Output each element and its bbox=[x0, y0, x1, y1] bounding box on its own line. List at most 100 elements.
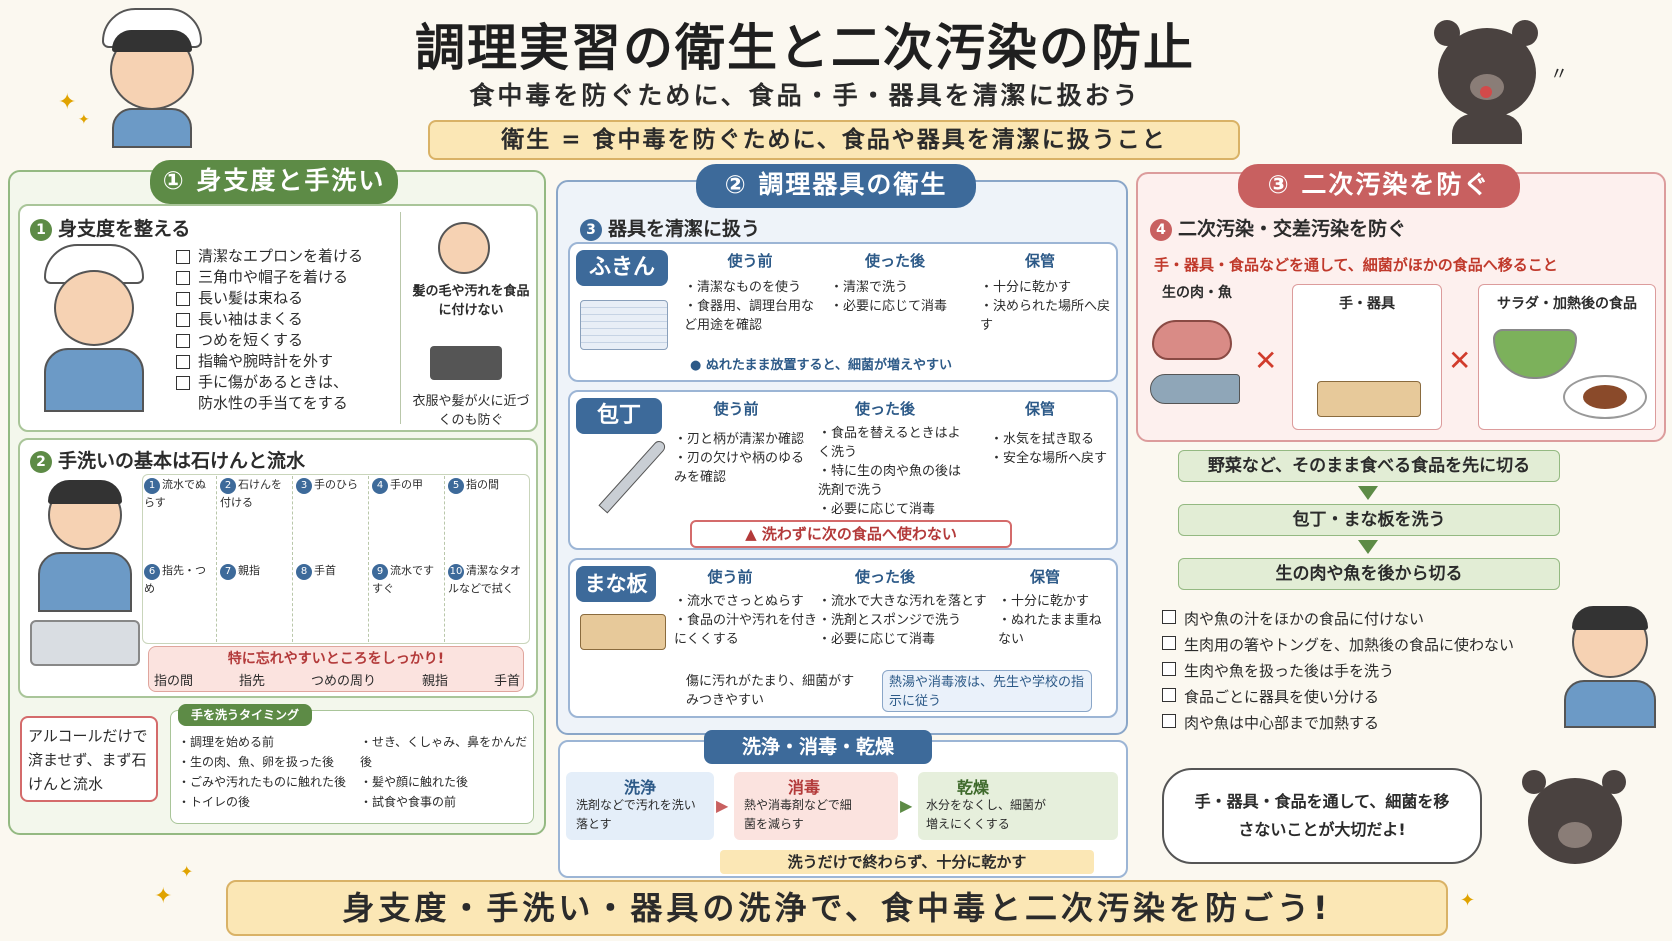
bear-character-bottom bbox=[1520, 770, 1630, 880]
disinfect-card bbox=[734, 772, 898, 840]
page-title: 調理実習の衛生と二次汚染の防止 bbox=[415, 19, 1195, 77]
arrow-down-icon bbox=[1358, 540, 1378, 554]
attire-checklist: 清潔なエプロンを着ける 三角巾や帽子を着ける 長い髪は束ねる 長い袖はまくる つ… bbox=[174, 246, 384, 414]
dry-card bbox=[918, 772, 1118, 840]
fukin-note: ● ぬれたまま放置すると、細菌が増えやすい bbox=[690, 358, 952, 373]
student-washing-illustration bbox=[30, 480, 140, 680]
board-storage: ・十分に乾かす・ぬれたまま重ねない bbox=[998, 594, 1102, 647]
sparkle-icon: ✦ bbox=[58, 90, 77, 115]
hair-illustration bbox=[438, 222, 490, 274]
arrow-icon: ▶ bbox=[716, 796, 729, 815]
check-item-cont: 防水性の手当てをする bbox=[198, 394, 348, 412]
cloth-illustration bbox=[580, 300, 668, 350]
forget-list: 指の間 指先 つめの周り 親指 手首 bbox=[154, 674, 520, 689]
definition-box: 衛生 = 食中毒を防ぐために、食品や器具を清潔に扱うこと bbox=[428, 120, 1240, 160]
check-item: 肉や魚の汁をほかの食品に付けない bbox=[1160, 606, 1560, 632]
check-item: 生肉用の箸やトングを、加熱後の食品に使わない bbox=[1160, 632, 1560, 658]
col-after: 使った後 bbox=[864, 252, 925, 270]
speech-bubble: 手・器具・食品を通して、細菌を移さないことが大切だよ! bbox=[1162, 768, 1482, 864]
check-item: つめを短くする bbox=[174, 330, 384, 351]
timing-list-right: ・せき、くしゃみ、鼻をかんだ後 ・髪や顔に触れた後 ・試食や食事の前 bbox=[360, 735, 528, 809]
board-illustration bbox=[580, 614, 666, 650]
check-item: 長い髪は束ねる bbox=[174, 288, 384, 309]
student-character-top bbox=[92, 8, 212, 148]
cleaning-title: 洗浄・消毒・乾燥 bbox=[704, 730, 932, 764]
board-after: ・流水で大きな汚れを落とす・洗剤とスポンジで洗う・必要に応じて消毒 bbox=[818, 594, 987, 647]
knife-warning: ▲ 洗わずに次の食品へ使わない bbox=[690, 520, 1012, 548]
col-before: 使う前 bbox=[713, 400, 759, 418]
section1-title: ① 身支度と手洗い bbox=[150, 160, 398, 204]
page-subtitle: 食中毒を防ぐために、食品・手・器具を清潔に扱おう bbox=[469, 81, 1141, 110]
wash-card bbox=[566, 772, 714, 840]
dry-card-text: 水分をなくし、細菌が増えにくくする bbox=[926, 798, 1047, 831]
fukin-before: ・清潔なものを使う・食器用、調理台用など用途を確認 bbox=[684, 280, 815, 333]
check-item: 手に傷があるときは、 bbox=[174, 372, 384, 393]
fukin-label: ふきん bbox=[576, 250, 668, 286]
col-storage: 保管 bbox=[1029, 568, 1060, 586]
col-after: 使った後 bbox=[854, 568, 915, 586]
divider bbox=[400, 212, 401, 424]
check-item: 長い袖はまくる bbox=[174, 309, 384, 330]
warning-icon: ▲ bbox=[745, 525, 757, 543]
student-pointing-illustration bbox=[1560, 600, 1660, 730]
attire-note-hair: 髪の毛や汚れを食品に付けない bbox=[412, 284, 530, 318]
sparkle-icon: ✦ bbox=[154, 884, 173, 909]
card-salad: サラダ・加熱後の食品 bbox=[1478, 284, 1656, 430]
check-item: 生肉や魚を扱った後は手を洗う bbox=[1160, 658, 1560, 684]
arrow-icon: ▶ bbox=[900, 796, 913, 815]
card-hands-utensils: 手・器具 bbox=[1292, 284, 1442, 430]
check-item: 三角巾や帽子を着ける bbox=[174, 267, 384, 288]
student-attire-illustration bbox=[34, 244, 154, 414]
attire-note-fire: 衣服や髪が火に近づくのも防ぐ bbox=[412, 394, 530, 428]
disinfect-card-title: 消毒 bbox=[787, 778, 820, 797]
knife-before: ・刃と柄が清潔か確認・刃の欠けや柄のゆるみを確認 bbox=[674, 432, 805, 485]
cross-icon: ✕ bbox=[1448, 344, 1472, 377]
flow-step-2: 包丁・まな板を洗う bbox=[1178, 504, 1560, 536]
dry-card-title: 乾燥 bbox=[956, 778, 989, 797]
knife-storage: ・水気を拭き取る・安全な場所へ戻す bbox=[990, 432, 1108, 466]
handwash-steps-grid bbox=[142, 474, 530, 644]
flow-step-1: 野菜など、そのまま食べる食品を先に切る bbox=[1178, 450, 1560, 482]
board-note: 傷に汚れがたまり、細菌がすみつきやすい bbox=[686, 674, 855, 708]
flow-step-3: 生の肉や魚を後から切る bbox=[1178, 558, 1560, 590]
cross-icon: ✕ bbox=[1254, 344, 1278, 377]
timing-title: 手を洗うタイミング bbox=[178, 704, 312, 726]
fukin-after: ・清潔で洗う・必要に応じて消毒 bbox=[830, 280, 948, 314]
cross-definition: 手・器具・食品などを通して、細菌がほかの食品へ移ること bbox=[1154, 256, 1558, 274]
knife-after: ・食品を替えるときはよく洗う・特に生の肉や魚の後は洗剤で洗う・必要に応じて消毒 bbox=[818, 426, 962, 517]
footer-banner: 身支度・手洗い・器具の洗浄で、食中毒と二次汚染を防ごう! bbox=[226, 880, 1448, 936]
cross-checklist: 肉や魚の汁をほかの食品に付けない 生肉用の箸やトングを、加熱後の食品に使わない … bbox=[1160, 606, 1560, 736]
cleaning-bottom-note: 洗うだけで終わらず、十分に乾かす bbox=[720, 850, 1094, 874]
sparkle-icon: ✦ bbox=[1460, 890, 1476, 911]
alcohol-note: アルコールだけで済ませず、まず石けんと流水 bbox=[20, 716, 158, 802]
stove-illustration bbox=[430, 346, 502, 380]
disinfect-card-text: 熱や消毒剤などで細菌を減らす bbox=[744, 798, 852, 831]
wash-card-text: 洗剤などで汚れを洗い落とす bbox=[576, 798, 696, 831]
check-item: 食品ごとに器具を使い分ける bbox=[1160, 684, 1560, 710]
col-before: 使う前 bbox=[707, 568, 753, 586]
col-after: 使った後 bbox=[854, 400, 915, 418]
wash-card-title: 洗浄 bbox=[623, 778, 656, 797]
section2-title: ② 調理器具の衛生 bbox=[696, 164, 976, 208]
forget-box bbox=[148, 646, 524, 692]
sparkle-icon: ✦ bbox=[78, 112, 90, 128]
exclamation-icon: 〃 bbox=[1550, 64, 1568, 85]
fukin-storage: ・十分に乾かす・決められた場所へ戻す bbox=[980, 280, 1111, 333]
forget-title: 特に忘れやすいところをしっかり! bbox=[227, 651, 445, 667]
card-raw-meat: 生の肉・魚 bbox=[1146, 284, 1248, 432]
col-storage: 保管 bbox=[1024, 252, 1055, 270]
timing-list-left: ・調理を始める前 ・生の肉、魚、卵を扱った後 ・ごみや汚れたものに触れた後 ・ト… bbox=[178, 735, 347, 809]
bear-character-top bbox=[1432, 14, 1542, 144]
sparkle-icon: ✦ bbox=[180, 862, 194, 881]
check-item: 清潔なエプロンを着ける bbox=[174, 246, 384, 267]
board-note2: 熱湯や消毒液は、先生や学校の指示に従う bbox=[882, 670, 1092, 712]
